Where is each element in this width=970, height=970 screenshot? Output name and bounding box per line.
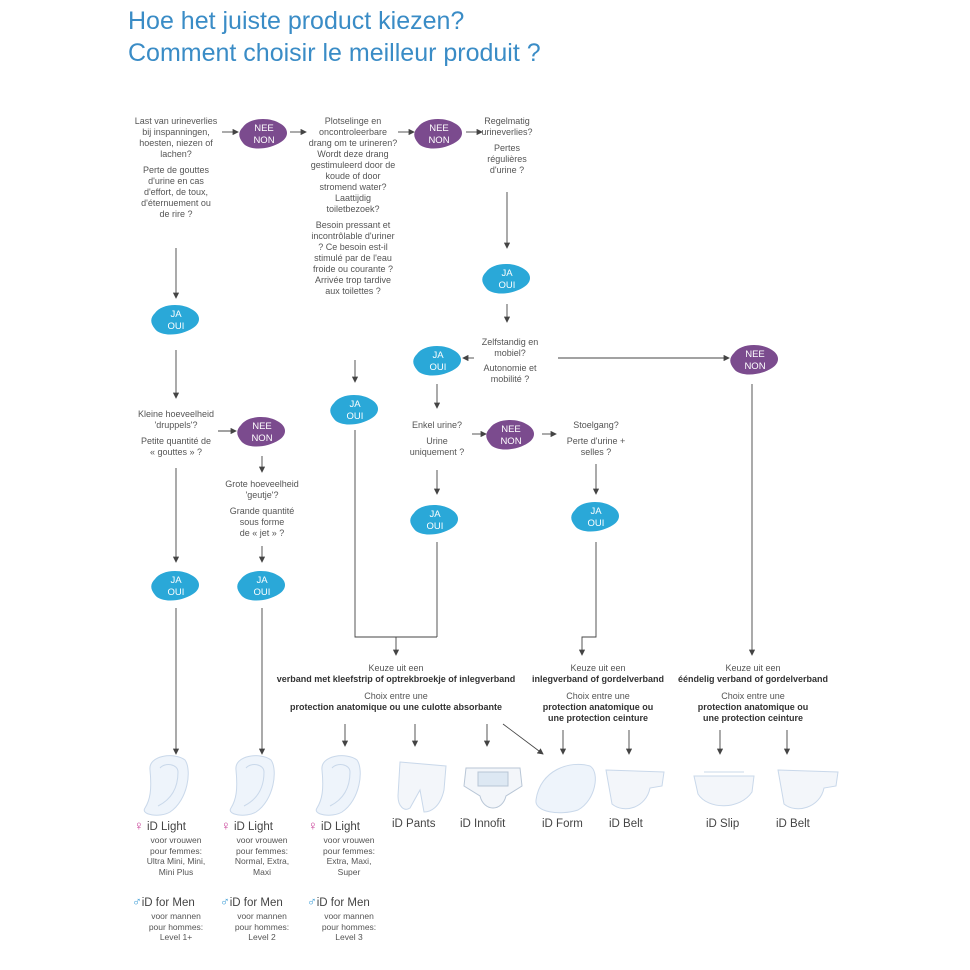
svg-text:JA: JA: [501, 268, 513, 279]
product-label-men-1: ♂iD for Men: [132, 894, 195, 909]
svg-text:OUI: OUI: [430, 362, 447, 373]
female-icon: ♀: [134, 818, 144, 833]
slip-image: [693, 771, 755, 807]
choice-block-3: Keuze uit een ééndelig verband of gordel…: [677, 663, 829, 723]
arrow-yes-choice2: [578, 542, 597, 656]
question-small-amount: Kleine hoeveelheid'druppels'? Petite qua…: [137, 409, 215, 457]
svg-text:NON: NON: [744, 361, 765, 372]
product-label-belt-1: iD Belt: [609, 818, 643, 830]
product-label-light-3: ♀ iD Light: [308, 818, 360, 833]
line-q2-merge: [354, 430, 437, 638]
svg-text:NEE: NEE: [429, 123, 449, 134]
product-label-men-2: ♂iD for Men: [220, 894, 283, 909]
svg-text:OUI: OUI: [588, 518, 605, 529]
pants-image: [397, 761, 447, 813]
pad-image-2: [229, 755, 275, 816]
svg-text:NON: NON: [253, 135, 274, 146]
product-label-light-1: ♀ iD Light: [134, 818, 186, 833]
product-label-slip: iD Slip: [706, 818, 740, 830]
product-label-men-3: ♂iD for Men: [307, 894, 370, 909]
svg-text:NEE: NEE: [252, 421, 272, 432]
belt-image-1: [605, 769, 665, 810]
female-icon: ♀: [308, 818, 318, 833]
question-large-amount: Grote hoeveelheid'geutje'? Grande quanti…: [225, 479, 299, 538]
choice-block-2: Keuze uit een inlegverband of gordelverb…: [531, 663, 665, 723]
svg-text:JA: JA: [432, 350, 444, 361]
page-title-fr: Comment choisir le meilleur produit ?: [128, 39, 541, 67]
svg-text:OUI: OUI: [427, 521, 444, 532]
question-stool: Stoelgang? Perte d'urine +selles ?: [566, 420, 626, 457]
svg-text:OUI: OUI: [168, 321, 185, 332]
belt-image-2: [777, 769, 839, 810]
innofit-image: [463, 767, 523, 809]
male-icon: ♂: [307, 894, 317, 909]
product-label-form: iD Form: [542, 818, 583, 830]
svg-text:OUI: OUI: [499, 280, 516, 291]
connector-lines: [172, 128, 791, 755]
product-label-belt-2: iD Belt: [776, 818, 810, 830]
svg-text:JA: JA: [170, 575, 182, 586]
product-label-pants: iD Pants: [392, 818, 436, 830]
svg-text:JA: JA: [429, 509, 441, 520]
pad-image-3: [315, 755, 361, 816]
product-label-light-2: ♀ iD Light: [221, 818, 273, 833]
svg-text:OUI: OUI: [347, 411, 364, 422]
page-title-nl: Hoe het juiste product kiezen?: [128, 7, 465, 35]
male-icon: ♂: [220, 894, 230, 909]
female-icon: ♀: [221, 818, 231, 833]
arrow-choice1-form: [502, 723, 544, 755]
svg-text:JA: JA: [170, 309, 182, 320]
svg-text:NEE: NEE: [501, 424, 521, 435]
svg-text:NON: NON: [500, 436, 521, 447]
pad-image-1: [143, 755, 189, 816]
svg-text:NEE: NEE: [254, 123, 274, 134]
svg-text:NON: NON: [251, 433, 272, 444]
svg-text:JA: JA: [256, 575, 268, 586]
svg-text:OUI: OUI: [168, 587, 185, 598]
svg-text:NEE: NEE: [745, 349, 765, 360]
svg-text:JA: JA: [590, 506, 602, 517]
svg-text:JA: JA: [349, 399, 361, 410]
product-images: [143, 755, 839, 816]
form-image: [535, 763, 596, 814]
svg-text:NON: NON: [428, 135, 449, 146]
product-label-innofit: iD Innofit: [460, 818, 506, 830]
svg-text:OUI: OUI: [254, 587, 271, 598]
male-icon: ♂: [132, 894, 142, 909]
choice-block-1: Keuze uit een verband met kleefstrip of …: [276, 663, 516, 712]
